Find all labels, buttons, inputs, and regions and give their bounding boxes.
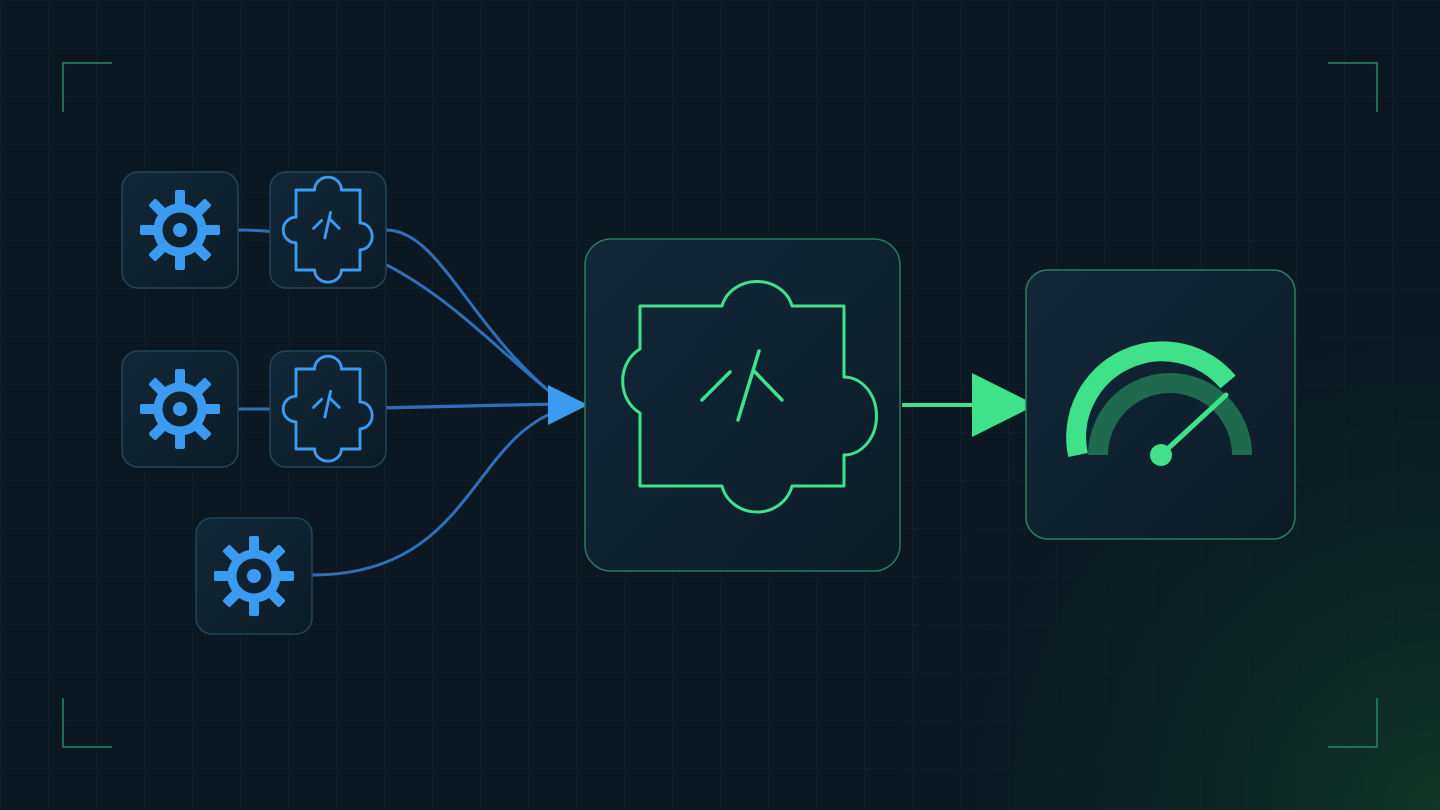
source-card-gear-2 [121, 350, 239, 468]
code-puzzle-icon [281, 354, 374, 463]
source-card-gear-1 [121, 171, 239, 289]
arrow-right-icon [902, 373, 1036, 437]
code-puzzle-icon [281, 175, 374, 284]
blue-arrow-icon [548, 385, 588, 425]
gear-icon [214, 536, 294, 616]
source-card-plugin-1 [269, 171, 387, 289]
source-card-plugin-2 [269, 350, 387, 468]
speedometer-icon [1066, 341, 1252, 466]
hub-card [584, 238, 901, 572]
frame-corner-top-left [62, 62, 112, 112]
gear-icon [140, 190, 220, 270]
connector-plugin-1 [384, 228, 562, 402]
gauge-hub [1150, 444, 1172, 466]
gear-icon [140, 369, 220, 449]
frame-corners [62, 62, 1378, 748]
frame-corner-top-right [1328, 62, 1378, 112]
connector-plugin-2 [384, 402, 562, 410]
connector-gear-3 [310, 408, 562, 577]
output-card [1025, 269, 1296, 540]
frame-corner-bottom-left [62, 698, 112, 748]
gauge-needle [1158, 392, 1229, 458]
source-card-gear-3 [195, 517, 313, 635]
code-puzzle-icon [621, 279, 878, 514]
frame-corner-bottom-right [1328, 698, 1378, 748]
